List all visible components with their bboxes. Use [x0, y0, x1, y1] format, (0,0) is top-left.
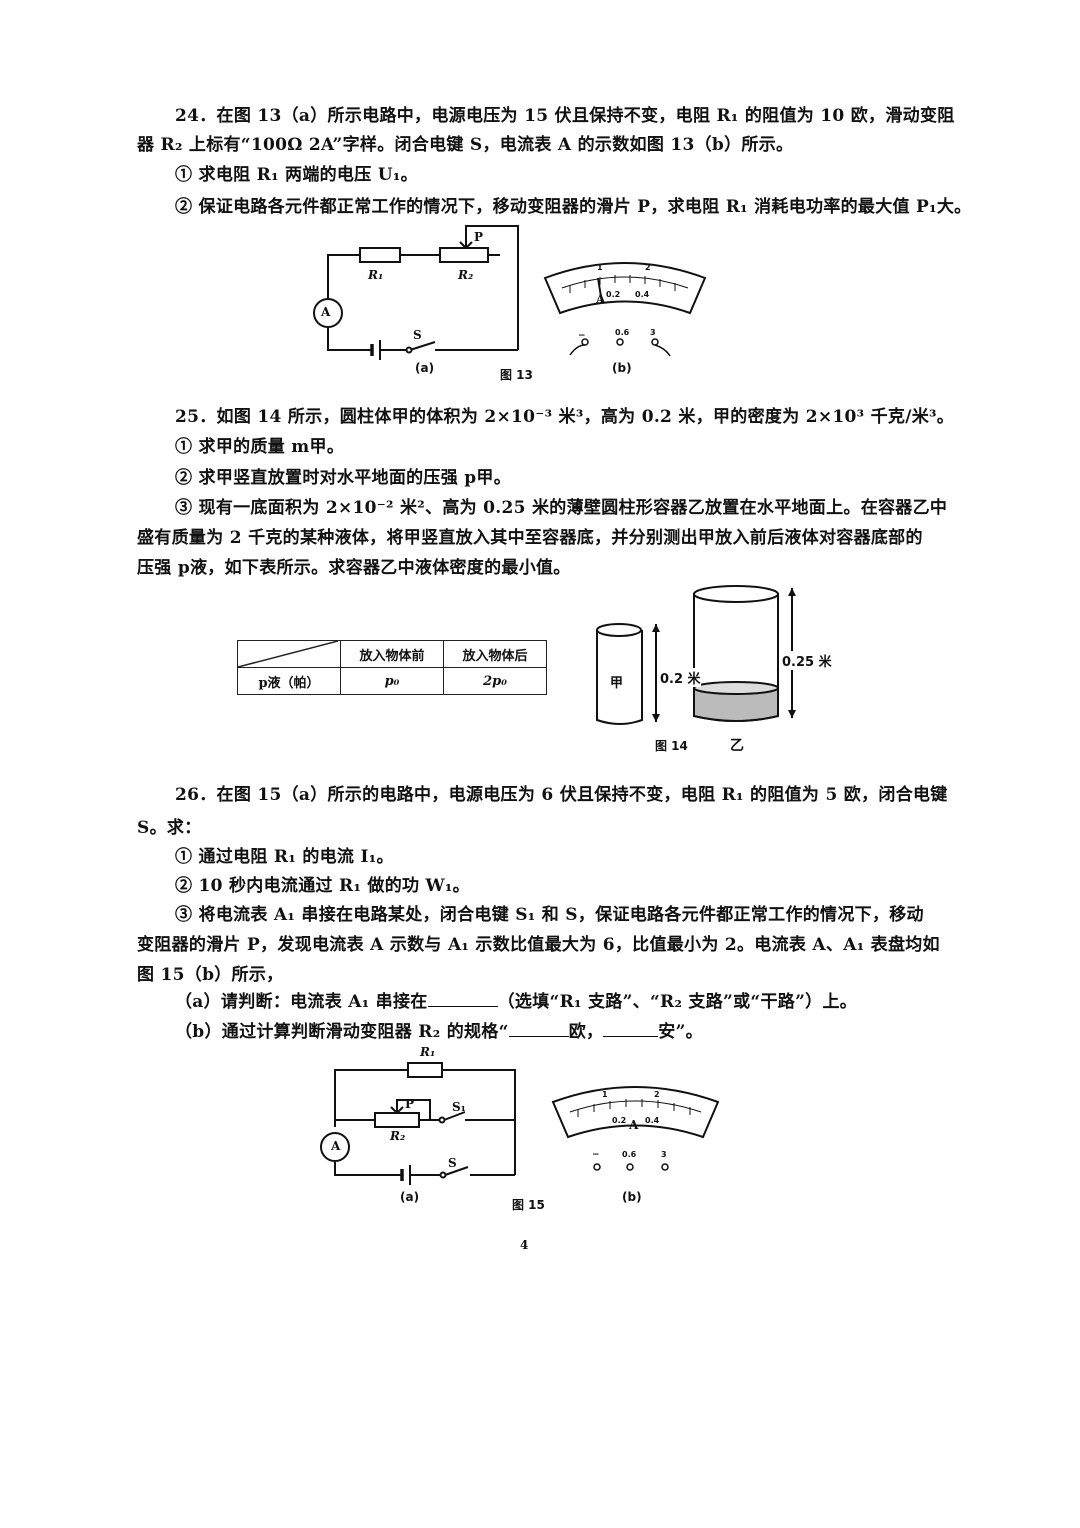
q25-sub2: ② 求甲竖直放置时对水平地面的压强 p甲。: [175, 468, 512, 488]
q26-qa-blank[interactable]: [427, 1006, 498, 1007]
fig13b-terminal-06: 0.6: [615, 328, 630, 337]
fig15b-terminal-3: 3: [661, 1150, 667, 1159]
fig14-cylinders: [596, 585, 796, 725]
fig13a-circuit: [313, 225, 519, 360]
q26-qb-blank-amp[interactable]: [603, 1036, 659, 1037]
fig14-h-yi: 0.25 米: [782, 651, 832, 670]
fig13b-terminal-neg: −: [578, 331, 586, 341]
fig14-caption: 图 14: [655, 739, 688, 753]
fig13b-meter-a: A: [596, 292, 606, 306]
q25-sub1: ① 求甲的质量 m甲。: [175, 437, 345, 457]
fig13b-terminal-3: 3: [650, 328, 656, 337]
fig15-caption-b: (b): [622, 1190, 642, 1204]
table-row-label: p液（帕）: [237, 667, 341, 695]
fig15b-tick-2: 2: [654, 1090, 660, 1099]
fig14-h-jia: 0.2 米: [660, 668, 701, 687]
q25-sub3a: ③ 现有一底面积为 2×10⁻² 米²、高为 0.25 米的薄壁圆柱形容器乙放置…: [175, 498, 948, 518]
q26-question-b: （b）通过计算判断滑动变阻器 R₂ 的规格“ 欧， 安”。: [175, 1017, 703, 1042]
fig15b-terminal-neg: −: [592, 1150, 600, 1160]
fig15b-ammeter-dial: [551, 1086, 720, 1139]
fig14-yi-label: 乙: [730, 738, 744, 754]
fig13-ammeter-label: A: [321, 305, 331, 319]
fig13-caption-a: (a): [415, 361, 435, 375]
table-cell-before: p₀: [340, 667, 444, 695]
fig15-caption-a: (a): [400, 1190, 420, 1204]
q26-sub2: ② 10 秒内电流通过 R₁ 做的功 W₁。: [175, 876, 470, 896]
fig13-r2-label: R₂: [458, 268, 474, 282]
q26-qb-suffix: 安”。: [658, 1022, 703, 1042]
fig15-p-label: P: [405, 1097, 415, 1111]
q25-sub3b: 盛有质量为 2 千克的某种液体，将甲竖直放入其中至容器底，并分别测出甲放入前后液…: [137, 528, 923, 548]
q26-sub3a: ③ 将电流表 A₁ 串接在电路某处，闭合电键 S₁ 和 S，保证电路各元件都正常…: [175, 905, 924, 925]
fig13-p-label: P: [474, 230, 484, 244]
fig15b-tick-1: 1: [602, 1090, 608, 1099]
fig13b-ammeter-dial: [543, 262, 707, 315]
fig14-jia-label: 甲: [610, 676, 624, 691]
q26-line2: S。求：: [137, 818, 202, 838]
fig15-r1-label: R₁: [420, 1045, 436, 1059]
q24-line1: 24．在图 13（a）所示电路中，电源电压为 15 伏且保持不变，电阻 R₁ 的…: [175, 106, 955, 126]
table-cell-after: 2p₀: [443, 667, 547, 695]
q24-line2: 器 R₂ 上标有“100Ω 2A”字样。闭合电键 S，电流表 A 的示数如图 1…: [137, 135, 794, 155]
fig13b-tick-02: 0.2: [606, 290, 621, 299]
table-header-after: 放入物体后: [443, 640, 547, 668]
fig15b-meter-a: A: [629, 1118, 639, 1132]
q26-qa-prefix: （a）请判断：电流表 A₁ 串接在: [175, 992, 428, 1012]
pressure-table: 放入物体前 放入物体后 p液（帕） p₀ 2p₀: [237, 640, 547, 695]
fig15-r2-label: R₂: [390, 1129, 406, 1143]
page-number: 4: [520, 1238, 529, 1252]
fig15-s-label: S: [448, 1156, 457, 1170]
table-corner-cell: [237, 640, 341, 668]
fig15b-tick-04: 0.4: [645, 1116, 660, 1125]
fig15-caption: 图 15: [512, 1198, 545, 1212]
fig13b-tick-1: 1: [597, 263, 603, 272]
fig15b-tick-02: 0.2: [612, 1116, 627, 1125]
fig13-caption: 图 13: [500, 368, 533, 382]
q26-sub1: ① 通过电阻 R₁ 的电流 I₁。: [175, 847, 394, 867]
q26-qb-blank-ohm[interactable]: [508, 1036, 569, 1037]
q26-question-a: （a）请判断：电流表 A₁ 串接在 （选填“R₁ 支路”、“R₂ 支路”或“干路”…: [175, 987, 857, 1012]
table-row: 放入物体前 放入物体后: [237, 640, 547, 668]
q24-sub1: ① 求电阻 R₁ 两端的电压 U₁。: [175, 165, 418, 185]
q26-sub3b: 变阻器的滑片 P，发现电流表 A 示数与 A₁ 示数比值最大为 6，比值最小为 …: [137, 935, 940, 955]
q26-line1: 26．在图 15（a）所示的电路中，电源电压为 6 伏且保持不变，电阻 R₁ 的…: [175, 785, 948, 805]
fig15a-circuit: [320, 1062, 516, 1185]
q26-qa-suffix: （选填“R₁ 支路”、“R₂ 支路”或“干路”）上。: [497, 992, 858, 1012]
fig13-r1-label: R₁: [368, 268, 384, 282]
fig15-ammeter-label: A: [331, 1139, 341, 1153]
fig15-s1-label: S₁: [452, 1100, 466, 1114]
q25-line1: 25．如图 14 所示，圆柱体甲的体积为 2×10⁻³ 米³，高为 0.2 米，…: [175, 407, 955, 427]
fig13b-tick-04: 0.4: [635, 290, 650, 299]
fig15b-terminal-06: 0.6: [622, 1150, 637, 1159]
fig15b-terminals: [593, 1163, 669, 1171]
table-header-before: 放入物体前: [340, 640, 444, 668]
fig13-switch-label: S: [413, 328, 422, 342]
q24-sub2: ② 保证电路各元件都正常工作的情况下，移动变阻器的滑片 P，求电阻 R₁ 消耗电…: [175, 197, 972, 217]
q26-sub3c: 图 15（b）所示，: [137, 965, 284, 985]
q25-sub3c: 压强 p液，如下表所示。求容器乙中液体密度的最小值。: [137, 558, 571, 578]
table-row: p液（帕） p₀ 2p₀: [237, 667, 547, 695]
fig13b-tick-2: 2: [645, 263, 651, 272]
fig13-caption-b: (b): [612, 361, 632, 375]
q26-qb-mid: 欧，: [568, 1022, 604, 1042]
q26-qb-prefix: （b）通过计算判断滑动变阻器 R₂ 的规格“: [175, 1022, 509, 1042]
fig13b-terminals: [569, 338, 671, 357]
